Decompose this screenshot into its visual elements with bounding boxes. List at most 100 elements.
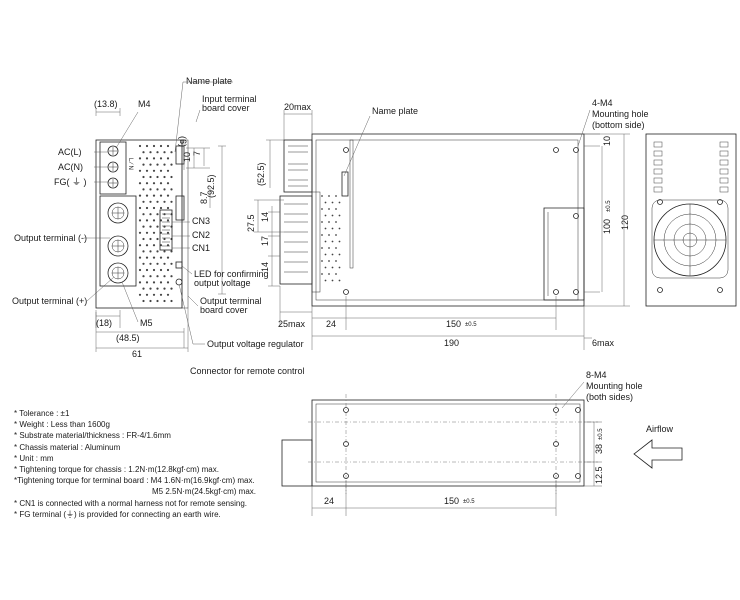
dim-17: 17 <box>260 236 270 246</box>
dim-52-5: (52.5) <box>256 162 266 186</box>
label-output-cover-1: Output terminal <box>200 296 262 306</box>
vent-dot <box>321 221 323 223</box>
label-mount-4m4: 4-M4 <box>592 98 613 108</box>
label-mount-8m4: 8-M4 <box>586 370 607 380</box>
vent-dot <box>170 275 173 278</box>
vent-dot <box>149 200 152 203</box>
vent-slot <box>653 168 663 175</box>
vent-dot <box>149 151 152 154</box>
vent-dot <box>338 253 341 256</box>
dim-8-7: 8.7 <box>199 191 209 204</box>
dim-24: 24 <box>326 319 336 329</box>
dim-10: 10 <box>182 152 192 162</box>
vent-dot <box>331 253 334 256</box>
vent-dot <box>149 213 152 216</box>
label-output-cover-2: board cover <box>200 305 248 315</box>
bottom-body <box>311 399 585 487</box>
vent-dot <box>166 182 170 185</box>
dim-12-5: 12.5 <box>594 466 604 484</box>
fan-panel <box>645 133 737 307</box>
vent-dot <box>142 225 145 228</box>
vent-dot <box>145 244 149 247</box>
vent-dot <box>145 268 149 272</box>
vent-slot <box>653 159 663 166</box>
side-vent-dots <box>321 195 341 282</box>
vent-dot <box>152 219 156 222</box>
vent-slot <box>653 186 663 193</box>
vent-dot <box>156 225 159 228</box>
vent-dot <box>156 287 159 290</box>
tol-100: ±0.5 <box>606 200 612 212</box>
dim-6max: 6max <box>592 338 615 348</box>
vent-dot <box>142 250 145 253</box>
vent-dot <box>328 195 330 197</box>
vent-dot <box>166 169 170 172</box>
vent-dot <box>324 253 327 256</box>
side-name-plate <box>341 171 349 197</box>
vent-dot <box>142 213 145 216</box>
vent-dot <box>328 234 330 236</box>
label-led-1: LED for confirming <box>194 269 269 279</box>
note-line: * FG terminal (⏚) is provided for connec… <box>14 509 221 519</box>
vent-dot <box>163 250 166 253</box>
dim-38: 38 <box>594 444 604 454</box>
vent-dot <box>138 157 142 160</box>
vent-dot <box>321 247 323 249</box>
label-led-2: output voltage <box>194 278 251 288</box>
vent-dot <box>163 151 166 154</box>
vent-dot <box>152 169 156 172</box>
dim-14b: 14 <box>260 262 270 272</box>
label-airflow: Airflow <box>646 424 674 434</box>
vent-dot <box>159 194 163 197</box>
vent-dot <box>145 182 149 185</box>
vent-dot <box>321 234 323 236</box>
vent-dot <box>166 144 170 148</box>
dim-150: 150 <box>446 319 461 329</box>
vent-dot <box>159 231 163 234</box>
vent-dot <box>149 237 152 241</box>
label-cn3: CN3 <box>192 216 210 226</box>
vent-slot <box>653 141 663 148</box>
vent-dot <box>159 281 163 284</box>
label-name-plate-front: Name plate <box>186 76 232 86</box>
vent-dot <box>142 151 145 154</box>
vent-slot <box>719 150 729 157</box>
vent-dot <box>166 256 170 259</box>
vent-dot <box>156 237 159 241</box>
spec-notes: * Tolerance : ±1 * Weight : Less than 16… <box>14 408 314 520</box>
note-line: * Substrate material/thickness : FR-4/1.… <box>14 431 171 441</box>
vent-dot <box>331 227 334 230</box>
vent-slot <box>719 186 729 193</box>
vent-dot <box>156 299 159 303</box>
vent-dot <box>331 266 334 269</box>
vent-dot <box>338 227 341 230</box>
output-terminal-block <box>99 195 137 287</box>
note-line: * Weight : Less than 1600g <box>14 420 110 430</box>
dim-side-10: 10 <box>602 136 612 146</box>
vent-slot <box>719 159 729 166</box>
vent-dot <box>324 279 327 282</box>
remote-connector <box>175 195 185 221</box>
vent-dot <box>170 151 173 154</box>
vent-dot <box>149 275 152 278</box>
dim-27-5: 27.5 <box>246 214 256 232</box>
vent-dot <box>152 194 156 197</box>
dim-bottom-24: 24 <box>324 496 334 506</box>
vent-dot <box>152 157 156 160</box>
vent-dot <box>142 237 145 241</box>
vent-dot <box>149 299 152 303</box>
vent-dot <box>156 213 159 216</box>
vent-dot <box>331 214 334 217</box>
tol-38: ±0.5 <box>598 428 604 440</box>
side-mount-holes <box>343 147 579 295</box>
vent-dot <box>138 206 142 210</box>
vent-dot <box>166 157 170 160</box>
vent-dot <box>145 157 149 160</box>
label-regulator: Output voltage regulator <box>207 339 304 349</box>
vent-dot <box>338 201 341 204</box>
vent-dot <box>324 266 327 269</box>
vent-dot <box>338 214 341 217</box>
vent-dot <box>166 244 170 247</box>
note-line: * CN1 is connected with a normal harness… <box>14 498 248 508</box>
